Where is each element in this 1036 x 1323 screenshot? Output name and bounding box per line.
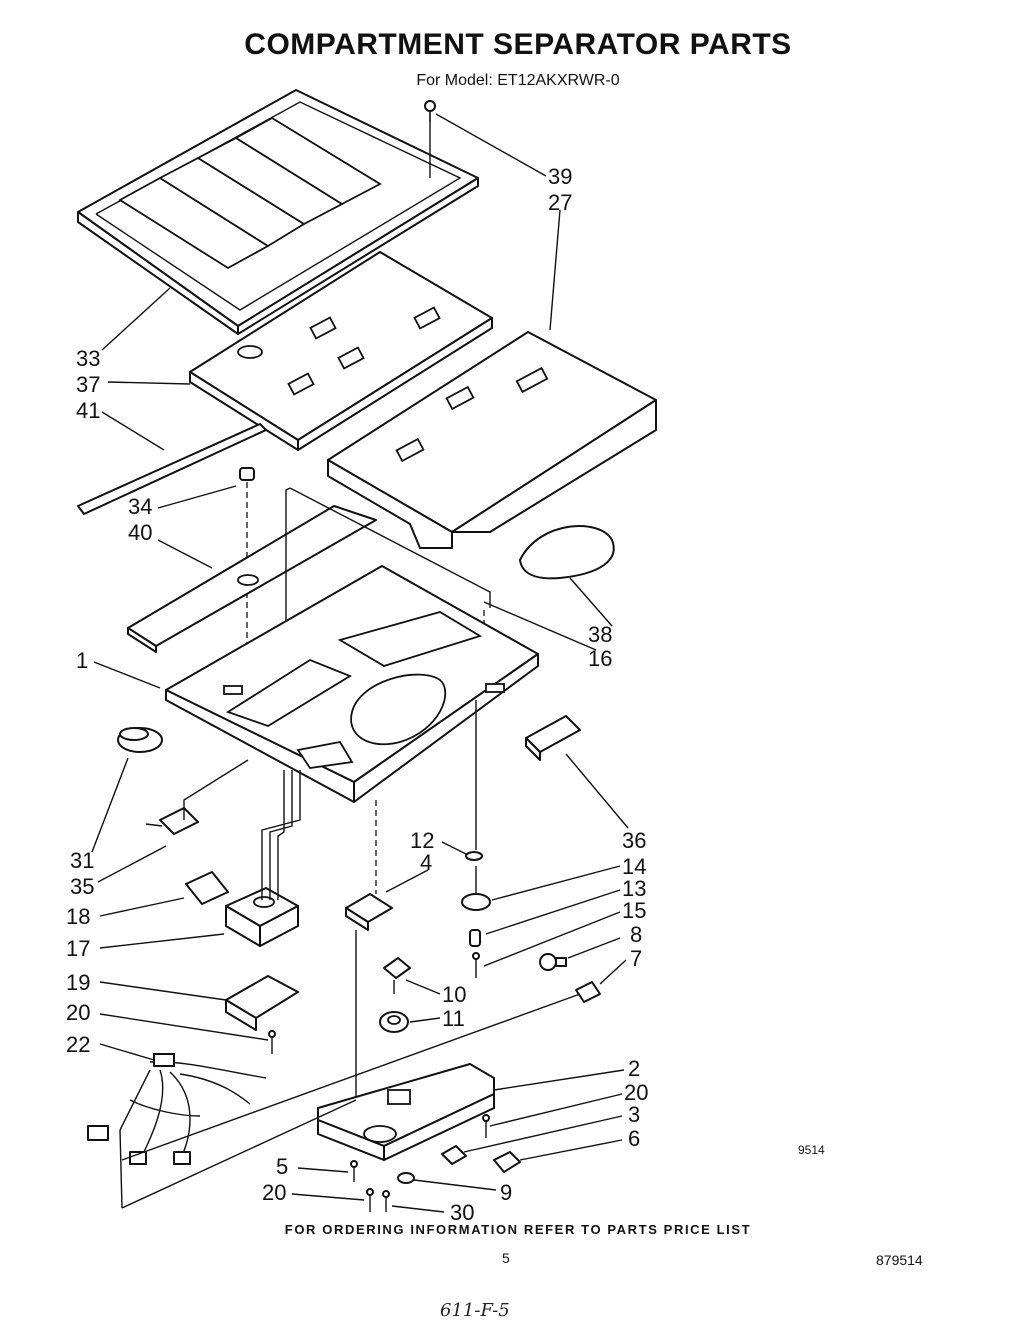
callout-13: 13 — [622, 876, 646, 901]
callout-20-a: 20 — [66, 1000, 90, 1025]
callout-4: 4 — [420, 850, 432, 875]
callout-36: 36 — [622, 828, 646, 853]
part-36-light-shield — [525, 715, 581, 761]
part-4-lamp-socket — [345, 800, 393, 1100]
callout-39: 39 — [548, 164, 572, 189]
callout-22: 22 — [66, 1032, 90, 1057]
part-37-separator-block — [189, 251, 493, 451]
callout-31: 31 — [70, 848, 94, 873]
part-31-control-knob — [117, 727, 163, 753]
callout-20-b: 20 — [624, 1080, 648, 1105]
callout-3: 3 — [628, 1102, 640, 1127]
part-15-screw — [472, 952, 480, 978]
callout-34: 34 — [128, 494, 152, 519]
document-number: 879514 — [876, 1252, 923, 1268]
part-38-gasket — [519, 525, 615, 580]
callout-2: 2 — [628, 1056, 640, 1081]
part-10-switch — [383, 957, 411, 994]
callout-40: 40 — [128, 520, 152, 545]
part-20-screw-lower — [366, 1188, 374, 1212]
part-5-screw — [350, 1160, 358, 1182]
part-14-light-switch — [461, 866, 491, 911]
callout-19: 19 — [66, 970, 90, 995]
callout-27: 27 — [548, 190, 572, 215]
callout-11: 11 — [442, 1006, 465, 1031]
wire-leads — [183, 759, 301, 900]
part-9-bushing — [397, 1172, 415, 1184]
callout-41: 41 — [76, 398, 100, 423]
part-19-control-bracket — [225, 975, 299, 1031]
part-7-bulb-socket — [575, 981, 601, 1003]
callout-9: 9 — [500, 1180, 512, 1205]
callout-6: 6 — [628, 1126, 640, 1151]
part-17-housing — [225, 887, 299, 947]
callout-30: 30 — [450, 1200, 474, 1225]
page-title: COMPARTMENT SEPARATOR PARTS — [244, 28, 792, 61]
part-8-light-bulb — [539, 953, 567, 971]
part-1-separator-pan — [165, 565, 539, 803]
callout-14: 14 — [622, 854, 646, 879]
part-34-grommet — [239, 467, 255, 660]
part-13-plunger — [469, 929, 481, 947]
callout-8: 8 — [630, 922, 642, 947]
callout-7: 7 — [630, 946, 642, 971]
callout-37: 37 — [76, 372, 100, 397]
callout-15: 15 — [622, 898, 646, 923]
callout-17: 17 — [66, 936, 90, 961]
page-number: 5 — [502, 1250, 510, 1266]
part-20-screw-upper — [268, 1030, 276, 1054]
part-6-connector — [493, 1151, 521, 1173]
part-2-control-housing — [317, 1063, 495, 1161]
ordering-note: FOR ORDERING INFORMATION REFER TO PARTS … — [284, 1222, 752, 1237]
callout-38: 38 — [588, 622, 612, 647]
callout-1: 1 — [76, 648, 88, 673]
diagram-code: 9514 — [798, 1143, 825, 1157]
callout-33: 33 — [76, 346, 100, 371]
part-22-wiring-harness — [87, 1053, 267, 1165]
model-subtitle: For Model: ET12AKXRWR-0 — [416, 72, 620, 89]
part-40-baffle — [127, 505, 377, 653]
part-35-thermostat — [145, 807, 199, 835]
leader-lines — [91, 113, 629, 1213]
callout-20-c: 20 — [262, 1180, 286, 1205]
handwritten-note: 611-F-5 — [440, 1300, 510, 1321]
part-39-screw — [424, 100, 436, 122]
part-11-knob-base — [379, 1011, 409, 1033]
callout-18: 18 — [66, 904, 90, 929]
part-3-switch — [441, 1145, 467, 1165]
callout-labels: 39 27 33 37 41 34 40 38 16 1 31 35 36 12… — [66, 164, 648, 1225]
callout-5: 5 — [276, 1154, 288, 1179]
part-27-separator-insulation — [327, 331, 657, 549]
callout-35: 35 — [70, 874, 94, 899]
part-33-shelf-cover — [77, 89, 479, 335]
part-12-washer — [465, 851, 483, 861]
part-30-screw — [382, 1190, 390, 1212]
callout-16: 16 — [588, 646, 612, 671]
part-20-screw-right — [482, 1114, 490, 1138]
part-18-dial — [185, 871, 229, 905]
assembly-lines — [119, 700, 581, 1209]
callout-10: 10 — [442, 982, 466, 1007]
part-41-gasket-strip — [77, 423, 267, 515]
callout-12: 12 — [410, 828, 434, 853]
